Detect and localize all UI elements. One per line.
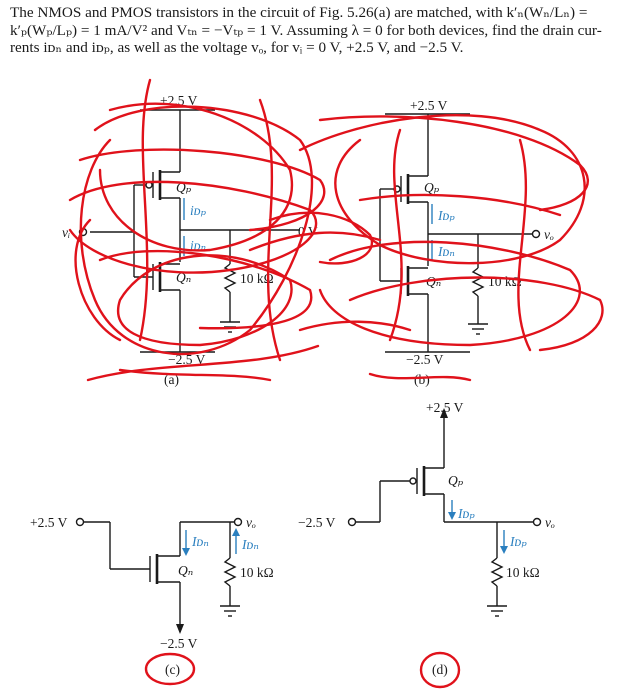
idp-label-a: iᴅₚ	[190, 203, 207, 218]
scribble	[68, 180, 318, 274]
vdd-label-d: +2.5 V	[426, 400, 464, 415]
scribble	[117, 254, 293, 347]
scribble	[258, 98, 282, 362]
vss-label-c: −2.5 V	[160, 636, 198, 651]
caption-d: (d)	[432, 662, 448, 677]
scribble	[318, 240, 582, 347]
vo-label-b: vₒ	[544, 227, 554, 242]
circuit-d: +2.5 V Qₚ −2.5 V Iᴅₚ vₒ Iᴅₚ 10 kΩ (d)	[298, 400, 555, 689]
scribble	[79, 105, 314, 356]
vin-terminal-c	[75, 517, 85, 527]
resistor-label-a: 10 kΩ	[240, 271, 274, 286]
arrowhead	[232, 528, 240, 536]
circuit-c: +2.5 V Qₙ vₒ −2.5 V (c) Iᴅₙ 10 kΩ Iᴅₙ	[30, 515, 274, 686]
qp-label-b: Qₚ	[424, 180, 440, 195]
vin-label-c: +2.5 V	[30, 515, 68, 530]
red-scribbles	[68, 78, 604, 382]
scribble	[388, 128, 403, 342]
scribble	[318, 115, 589, 212]
qp-label-d: Qₚ	[448, 473, 464, 488]
vss-arrow-c	[176, 624, 184, 634]
vo-terminal-c	[233, 517, 243, 527]
scribble	[298, 114, 586, 265]
scribble	[248, 231, 382, 252]
scribble	[118, 368, 272, 382]
scribble	[348, 276, 604, 352]
scribble	[298, 320, 412, 332]
vdd-label-b: +2.5 V	[410, 98, 448, 113]
qp-bubble-d	[409, 477, 417, 485]
idn-label-c-left: Iᴅₙ	[191, 534, 209, 549]
vo-terminal-b	[531, 229, 541, 239]
vss-label-b: −2.5 V	[406, 352, 444, 367]
vo-terminal-d	[532, 517, 542, 527]
resistor-label-c: 10 kΩ	[240, 565, 274, 580]
scribble	[98, 249, 313, 330]
caption-b: (b)	[414, 372, 430, 387]
scribble	[358, 193, 562, 217]
scribble	[138, 78, 152, 342]
caption-a: (a)	[164, 372, 179, 387]
resistor-label-d: 10 kΩ	[506, 565, 540, 580]
vi-label-a: vᵢ	[62, 225, 70, 240]
idp-label-d-left: Iᴅₚ	[457, 506, 475, 521]
idn-label-c-right: Iᴅₙ	[241, 537, 259, 552]
idp-label-b: Iᴅₚ	[437, 208, 455, 223]
scribble	[517, 138, 532, 352]
scribble	[78, 148, 326, 232]
scribble	[86, 344, 320, 382]
arrowhead	[500, 546, 508, 554]
arrowhead	[182, 548, 190, 556]
vo-label-c: vₒ	[246, 515, 256, 530]
vin-terminal-d	[347, 517, 357, 527]
vdd-arrow-d	[440, 408, 448, 418]
idp-label-d-right: Iᴅₚ	[509, 534, 527, 549]
qn-label-c: Qₙ	[178, 563, 193, 578]
resistor-c	[223, 557, 237, 587]
qn-label-b: Qₙ	[426, 274, 441, 289]
problem-line-1: The NMOS and PMOS transistors in the cir…	[10, 4, 588, 21]
resistor-a	[223, 263, 237, 293]
resistor-b	[471, 267, 485, 297]
vo-label-d: vₒ	[545, 515, 555, 530]
vss-label-a: −2.5 V	[168, 352, 206, 367]
caption-c: (c)	[165, 662, 180, 677]
scribble	[368, 372, 472, 382]
problem-line-2: k′ₚ(Wₚ/Lₚ) = 1 mA/V² and Vₜₙ = −Vₜₚ = 1 …	[10, 21, 602, 39]
scribble	[74, 218, 122, 342]
idn-label-b: Iᴅₙ	[437, 244, 455, 259]
scribble	[268, 211, 374, 265]
resistor-d	[490, 557, 504, 587]
caption-circle-d	[419, 651, 461, 689]
vin-label-d: −2.5 V	[298, 515, 336, 530]
problem-line-3: rents iᴅₙ and iᴅₚ, as well as the voltag…	[10, 39, 464, 56]
problem-statement: The NMOS and PMOS transistors in the cir…	[10, 4, 634, 57]
caption-circle-c	[144, 652, 196, 686]
resistor-label-b: 10 kΩ	[488, 274, 522, 289]
arrowhead	[448, 512, 456, 520]
